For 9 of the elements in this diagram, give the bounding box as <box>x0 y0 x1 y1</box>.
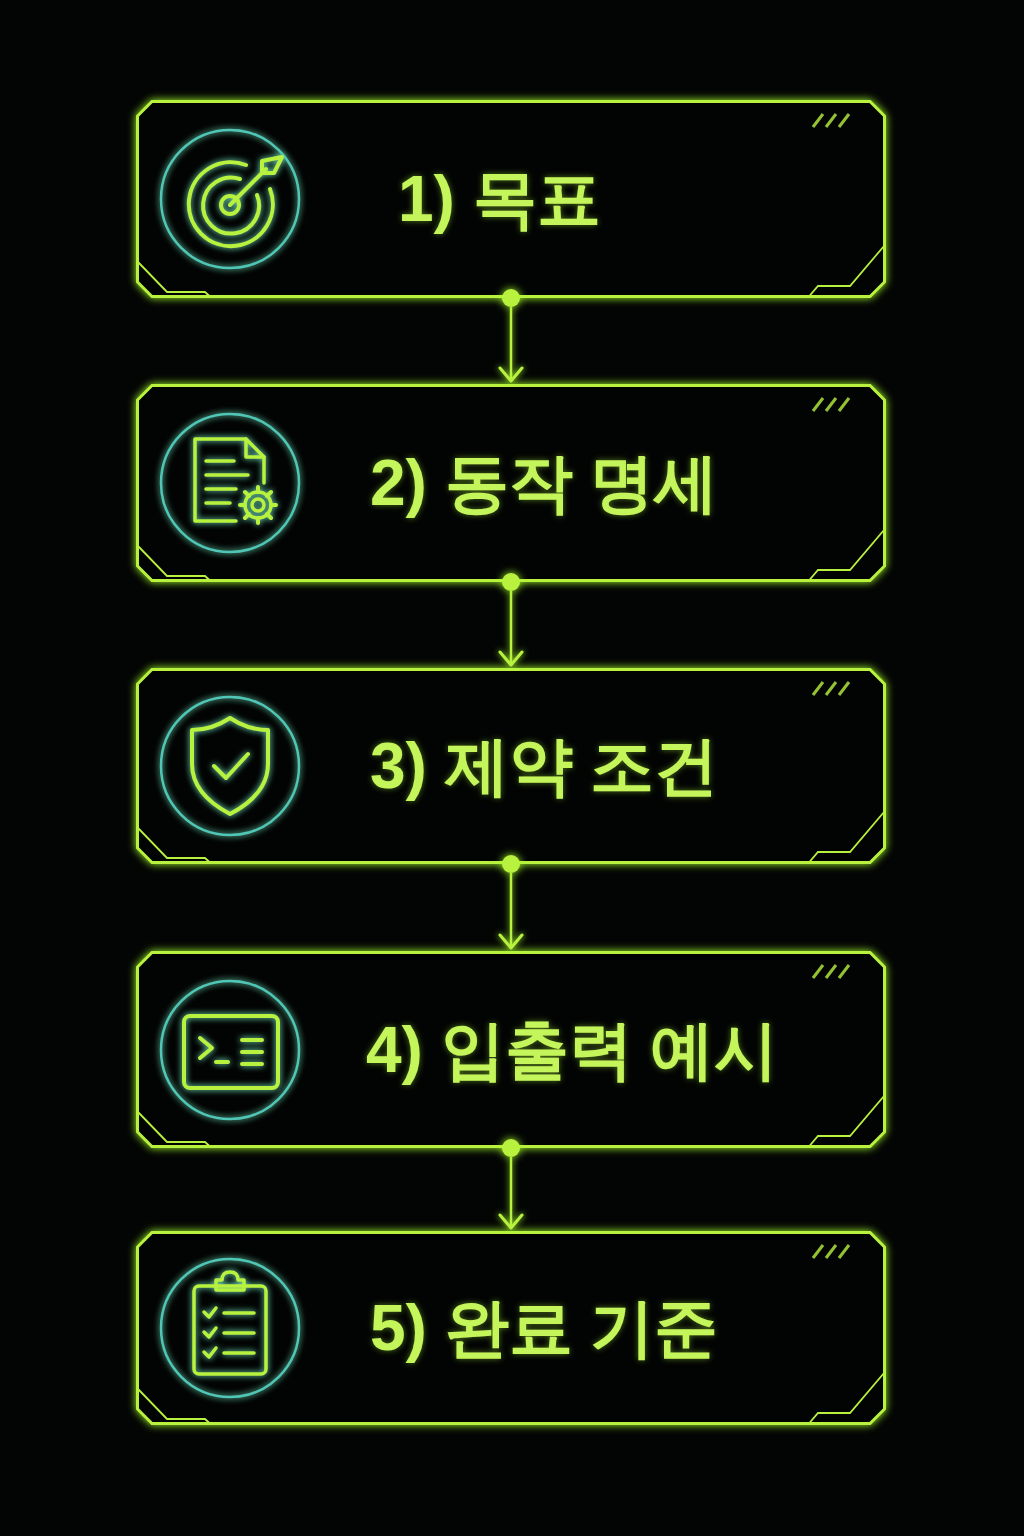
step-box <box>136 951 886 1148</box>
step-box <box>136 668 886 864</box>
arrow <box>498 1157 524 1230</box>
arrow <box>498 591 524 667</box>
arrow <box>498 873 524 950</box>
step-box <box>136 384 886 582</box>
arrow <box>498 307 524 383</box>
step-box <box>136 100 886 298</box>
step-box <box>136 1231 886 1425</box>
